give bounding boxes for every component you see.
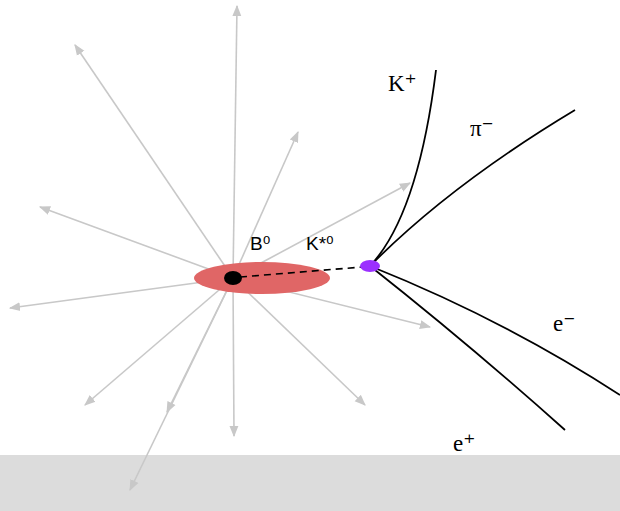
- flight-path: [240, 267, 362, 277]
- particle-label: K⁺: [388, 72, 417, 95]
- decay-tracks: [370, 70, 620, 430]
- particle-label: e⁺: [453, 432, 475, 455]
- ground-band: [0, 455, 620, 511]
- particle-label: K*⁰: [306, 234, 334, 253]
- secondary-vertex: [360, 260, 380, 272]
- particle-label: e⁻: [553, 312, 575, 335]
- particle-label: B⁰: [250, 234, 270, 253]
- underlying-event-tracks: [10, 6, 430, 490]
- primary-vertex: [224, 271, 242, 285]
- beam-spot: [194, 262, 330, 294]
- particle-label: π⁻: [470, 117, 494, 140]
